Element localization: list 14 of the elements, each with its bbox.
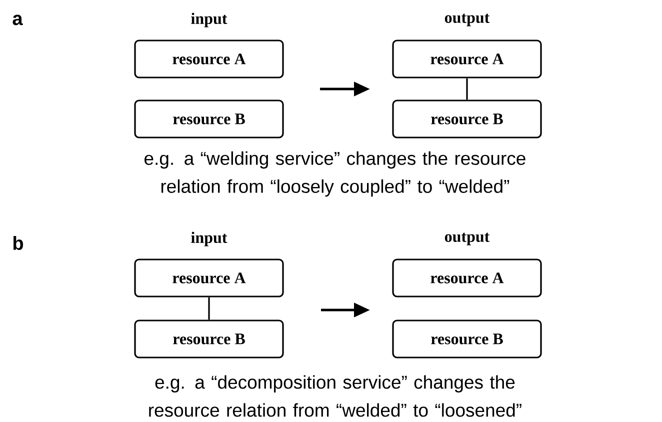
panel-letter: a — [12, 14, 23, 26]
resource-box: resource B — [134, 320, 284, 358]
resource-box: resource A — [392, 40, 542, 78]
connector-line — [208, 297, 210, 320]
resource-box: resource A — [392, 258, 542, 298]
caption-text: e.g. a “decomposition service” changes the resource relation from “welded” to “loosened” — [149, 375, 522, 417]
resource-box: resource A — [134, 40, 284, 78]
resource-box: resource B — [134, 100, 284, 138]
connector-line — [466, 78, 468, 100]
resource-box: resource B — [392, 320, 542, 358]
resource-box: resource A — [134, 258, 284, 298]
resource-box: resource B — [392, 100, 542, 138]
caption-text: e.g. a “welding service” changes the resource relation from “loosely coupled” to “welded” — [144, 151, 526, 197]
panel-letter: b — [13, 236, 24, 250]
